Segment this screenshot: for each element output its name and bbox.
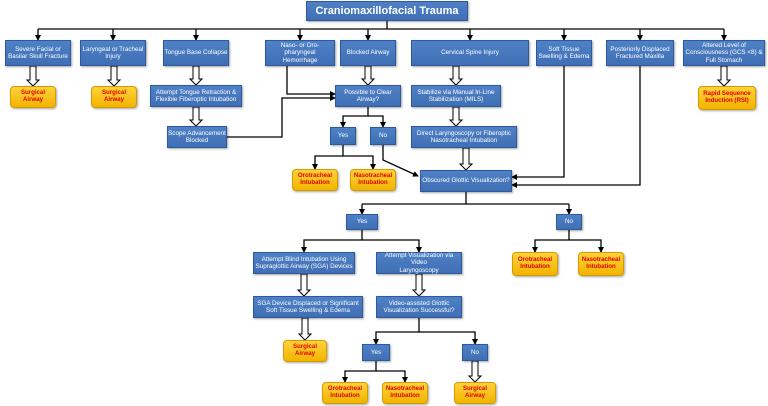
node-obscured-glottic: Obscured Glottic Visualization? [420,170,512,192]
outcome-orotracheal-3: Orotracheal Intubation [322,382,368,404]
connector-yes-sga [301,230,363,253]
connector-yes-oro [312,145,344,170]
connector-yes-naso [343,155,376,170]
outcome-surgical-airway-2: Surgical Airway [91,86,137,108]
outcome-nasotracheal-2: Nasotracheal Intubation [578,252,624,276]
connector-yes-oro-2 [342,361,377,383]
node-tongue-retraction: Attempt Tongue Retraction & Flexible Fib… [150,85,242,107]
node-cervical-spine-injury: Cervical Spine Injury [411,40,529,66]
node-scope-blocked: Scope Advancement Blocked [167,126,227,148]
connector-hemorrhage-to-possible [286,66,336,97]
arrow-stabilize-to-direct [448,106,464,127]
node-direct-laryngoscopy: Direct Laryngoscopy or Fiberoptic Nasotr… [411,126,517,148]
node-naso-oro-hemorrhage: Naso- or Oro-pharyngeal Hemorrhage [265,40,335,66]
arrow-tongue-to-retraction [188,65,204,86]
node-sga-displaced: SGA Device Displaced or Significant Soft… [253,296,363,318]
arrow-blocked-to-possible [360,65,376,86]
node-no-obscured: No [556,214,582,230]
outcome-surgical-airway-4: Surgical Airway [454,382,496,404]
arrow-sga-to-displaced [296,273,312,297]
node-no-clear-airway: No [370,127,396,145]
node-yes-video: Yes [362,344,390,361]
connector-maxilla-to-obscured [511,66,641,188]
connector-scope-to-possible [227,95,336,138]
arrow-altered-to-rsi [716,65,732,87]
outcome-orotracheal-2: Orotracheal Intubation [512,252,558,276]
arrow-severe-to-surgical [25,65,41,87]
outcome-surgical-airway-3: Surgical Airway [283,340,327,362]
node-blind-sga: Attempt Blind Intubation Using Supraglot… [253,252,355,274]
node-tongue-base-collapse: Tongue Base Collapse [163,40,229,66]
outcome-surgical-airway-1: Surgical Airway [10,86,56,108]
connector-success-yes [373,318,420,345]
connector-soft-to-obscured [511,66,565,180]
arrow-video-to-success [411,273,427,297]
node-yes-clear-airway: Yes [330,127,356,145]
outcome-orotracheal-1: Orotracheal Intubation [292,169,338,191]
node-soft-tissue-swelling: Soft Tissue Swelling & Edema [536,40,592,66]
connector-yes-naso-2 [376,370,408,383]
node-yes-obscured: Yes [346,214,378,230]
title-box: Craniomaxillofacial Trauma [306,1,468,21]
outcome-rsi: Rapid Sequence Induction (RSI) [698,86,756,110]
node-possible-clear-airway: Possible to Clear Airway? [335,85,401,107]
arrow-no-to-surgical [467,360,483,383]
node-severe-facial-fracture: Severe Facial or Basilar Skull Fracture [5,40,71,66]
node-video-laryngoscopy: Attempt Visualization via Video Laryngos… [376,252,462,274]
arrow-displaced-to-surgical [297,317,313,341]
node-video-success: Video-assisted Glottic Visualization Suc… [376,296,462,318]
node-altered-consciousness: Altered Level of Consciousness (GCS <8) … [683,40,765,66]
connector-yes-video [362,239,422,253]
connector-possible-no [368,115,386,128]
node-posterior-maxilla: Posteriorly Displaced Fractured Maxilla [606,40,674,66]
outcome-nasotracheal-1: Nasotracheal Intubation [350,169,396,191]
connector-success-no [419,331,478,345]
node-blocked-airway: Blocked Airway [340,40,396,66]
connector-no-obscured [382,145,419,177]
arrow-retraction-to-scope [188,106,204,127]
node-laryngeal-injury: Laryngeal or Tracheal Injury [80,40,146,66]
arrow-cervical-to-stabilize [448,65,464,86]
outcome-nasotracheal-3: Nasotracheal Intubation [382,382,428,404]
node-no-video: No [462,344,488,361]
connector-no-oro [532,230,570,253]
arrow-direct-to-obscured [458,147,474,171]
connector-no-naso [569,239,604,253]
arrow-laryngeal-to-surgical [106,65,122,87]
node-stabilize-mils: Stabilize via Manual In-Line Stabilizati… [411,85,501,107]
connector-possible-yes [340,107,369,128]
